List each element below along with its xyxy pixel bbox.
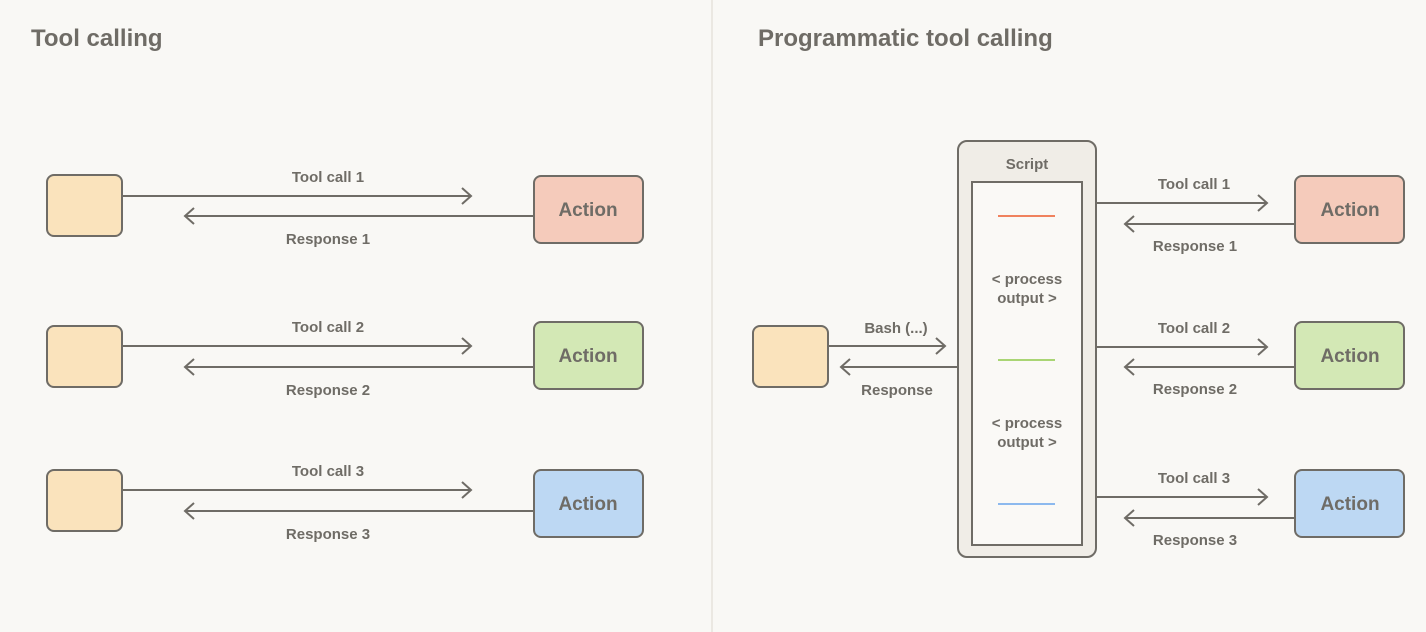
- process-output-1-line-2: output >: [997, 290, 1057, 307]
- action-box: [1294, 469, 1405, 538]
- tool-call-arrow: [1096, 194, 1269, 212]
- tool-call-label: Tool call 2: [292, 319, 364, 336]
- response-label: Response 1: [286, 231, 370, 248]
- tool-call-arrow: [1096, 488, 1269, 506]
- tool-call-arrow: [122, 337, 473, 355]
- bash-response-label: Response: [861, 382, 933, 399]
- right-title: Programmatic tool calling: [758, 25, 1053, 52]
- action-box: [533, 469, 644, 538]
- action-box: [1294, 175, 1405, 244]
- tool-call-arrow: [122, 187, 473, 205]
- response-arrow: [183, 207, 534, 225]
- tool-call-label: Tool call 1: [1158, 176, 1230, 193]
- response-arrow: [1123, 358, 1295, 376]
- response-arrow: [183, 502, 534, 520]
- response-label: Response 3: [286, 526, 370, 543]
- bash-call-label: Bash (...): [864, 320, 927, 337]
- tool-call-arrow: [1096, 338, 1269, 356]
- response-label: Response 2: [1153, 381, 1237, 398]
- bash-response-arrow: [839, 358, 958, 376]
- action-label: Action: [1320, 346, 1379, 367]
- agent-box: [46, 174, 123, 237]
- agent-box: [46, 325, 123, 388]
- action-label: Action: [1320, 200, 1379, 221]
- agent-box: [46, 469, 123, 532]
- tool-call-arrow: [122, 481, 473, 499]
- action-label: Action: [558, 200, 617, 221]
- script-title: Script: [1006, 156, 1049, 173]
- response-arrow: [183, 358, 534, 376]
- action-box: [533, 321, 644, 390]
- process-output-2-line-2: output >: [997, 434, 1057, 451]
- process-output-1-line-1: < process: [992, 271, 1062, 288]
- tool-call-label: Tool call 3: [1158, 470, 1230, 487]
- action-label: Action: [1320, 494, 1379, 515]
- response-label: Response 2: [286, 382, 370, 399]
- response-arrow: [1123, 509, 1295, 527]
- response-label: Response 1: [1153, 238, 1237, 255]
- agent-box: [752, 325, 829, 388]
- action-box: [533, 175, 644, 244]
- action-box: [1294, 321, 1405, 390]
- script-body: [971, 181, 1083, 546]
- tool-call-label: Tool call 2: [1158, 320, 1230, 337]
- process-output-2-line-1: < process: [992, 415, 1062, 432]
- action-label: Action: [558, 346, 617, 367]
- tool-call-label: Tool call 1: [292, 169, 364, 186]
- bash-call-arrow: [828, 337, 947, 355]
- response-label: Response 3: [1153, 532, 1237, 549]
- tool-call-label: Tool call 3: [292, 463, 364, 480]
- left-title: Tool calling: [31, 25, 163, 52]
- response-arrow: [1123, 215, 1295, 233]
- action-label: Action: [558, 494, 617, 515]
